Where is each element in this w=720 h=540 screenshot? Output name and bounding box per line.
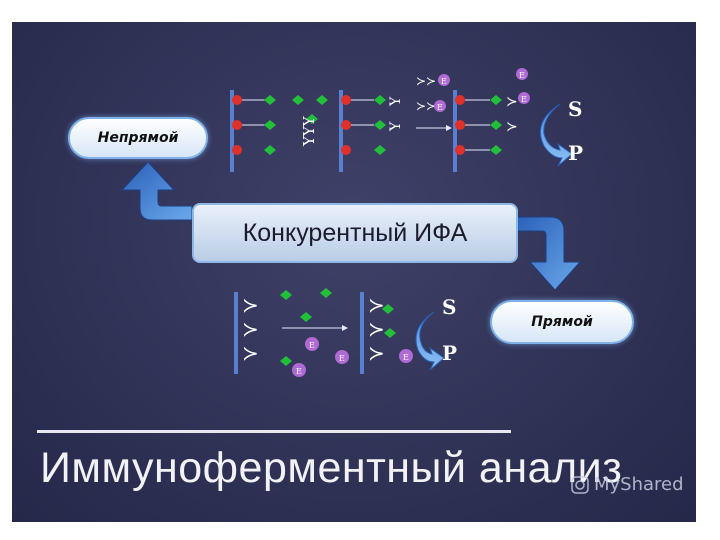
watermark-text: MyShared bbox=[594, 474, 684, 495]
antigen-dot bbox=[341, 120, 351, 130]
enzyme-label bbox=[516, 68, 528, 80]
watermark: MyShared bbox=[570, 474, 684, 495]
arrow-to-direct bbox=[513, 216, 582, 291]
ligand-diamond bbox=[490, 95, 502, 105]
ligand-diamond bbox=[320, 288, 332, 298]
svg-text:≻: ≻ bbox=[242, 293, 259, 317]
ligand-diamond bbox=[306, 114, 318, 124]
svg-text:≻: ≻ bbox=[506, 119, 518, 135]
svg-text:P: P bbox=[568, 141, 583, 165]
antigen-dot bbox=[341, 95, 351, 105]
svg-text:P: P bbox=[442, 341, 457, 365]
enzyme-label bbox=[335, 350, 349, 364]
antigen-dot bbox=[455, 145, 465, 155]
svg-text:E: E bbox=[441, 77, 447, 86]
watermark-logo-icon bbox=[571, 475, 589, 494]
ligand-diamond bbox=[292, 95, 304, 105]
svg-text:Y: Y bbox=[388, 96, 404, 107]
direct-label-text: Прямой bbox=[531, 314, 593, 330]
svg-text:≻: ≻ bbox=[368, 293, 385, 317]
svg-text:YYY: YYY bbox=[300, 115, 318, 147]
svg-text:S: S bbox=[568, 97, 582, 121]
ligand-diamond bbox=[384, 328, 396, 338]
solid-phase-3 bbox=[453, 90, 457, 172]
svg-text:≻≻: ≻≻ bbox=[416, 74, 436, 88]
substrate-product-arrow bbox=[415, 311, 445, 371]
ligand-diamond bbox=[280, 356, 292, 366]
ligand-diamond bbox=[490, 120, 502, 130]
slide: YYY Y Y ≻≻ E ≻≻ E bbox=[12, 22, 696, 522]
antigen-dot bbox=[232, 145, 242, 155]
svg-text:≻: ≻ bbox=[368, 317, 385, 341]
indirect-label: Непрямой bbox=[68, 117, 208, 159]
svg-text:E: E bbox=[519, 71, 525, 80]
indirect-scheme: YYY Y Y ≻≻ E ≻≻ E bbox=[230, 68, 583, 172]
substrate-product-arrow bbox=[540, 103, 573, 167]
enzyme-label bbox=[518, 92, 530, 104]
solid-phase-5 bbox=[360, 292, 364, 374]
solid-phase-4 bbox=[234, 292, 238, 374]
page-title: Иммуноферментный анализ bbox=[40, 444, 623, 492]
antigen-dot bbox=[232, 95, 242, 105]
svg-text:≻: ≻ bbox=[506, 94, 518, 110]
svg-text:E: E bbox=[403, 353, 409, 362]
svg-text:E: E bbox=[339, 354, 345, 363]
svg-text:Y: Y bbox=[388, 121, 404, 132]
ligand-diamond bbox=[264, 145, 276, 155]
ligand-diamond bbox=[374, 120, 386, 130]
ligand-diamond bbox=[300, 312, 312, 322]
enzyme-label bbox=[305, 337, 319, 351]
title-divider bbox=[37, 430, 511, 433]
ligand-diamond bbox=[264, 95, 276, 105]
svg-text:≻: ≻ bbox=[242, 317, 259, 341]
antigen-dot bbox=[232, 120, 242, 130]
svg-text:E: E bbox=[309, 341, 315, 350]
enzyme-label bbox=[438, 74, 450, 86]
svg-text:≻≻: ≻≻ bbox=[416, 99, 436, 113]
ligand-diamond bbox=[280, 290, 292, 300]
enzyme-label bbox=[399, 349, 413, 363]
central-label-box: Конкурентный ИФА bbox=[192, 203, 518, 263]
svg-text:E: E bbox=[296, 367, 302, 376]
ligand-diamond bbox=[264, 120, 276, 130]
svg-text:E: E bbox=[521, 95, 527, 104]
ligand-diamond bbox=[374, 145, 386, 155]
svg-text:E: E bbox=[437, 103, 443, 112]
arrow-to-indirect bbox=[120, 161, 193, 221]
ligand-diamond bbox=[374, 95, 386, 105]
central-label: Конкурентный ИФА bbox=[242, 218, 468, 247]
svg-text:≻: ≻ bbox=[242, 341, 259, 365]
ligand-diamond bbox=[316, 95, 328, 105]
antigen-dot bbox=[455, 95, 465, 105]
antigen-dot bbox=[455, 120, 465, 130]
direct-label: Прямой bbox=[490, 300, 634, 344]
ligand-diamond bbox=[490, 145, 502, 155]
svg-text:≻: ≻ bbox=[368, 341, 385, 365]
enzyme-label bbox=[292, 363, 306, 377]
indirect-label-text: Непрямой bbox=[97, 130, 179, 146]
solid-phase-1 bbox=[230, 90, 234, 172]
diagram: YYY Y Y ≻≻ E ≻≻ E bbox=[120, 68, 583, 377]
solid-phase-2 bbox=[339, 90, 343, 172]
direct-scheme: ≻ ≻ ≻ E E E ≻ ≻ ≻ E S P bbox=[234, 288, 457, 377]
svg-text:S: S bbox=[442, 295, 456, 319]
enzyme-label bbox=[434, 100, 446, 112]
ligand-diamond bbox=[382, 304, 394, 314]
antigen-dot bbox=[341, 145, 351, 155]
